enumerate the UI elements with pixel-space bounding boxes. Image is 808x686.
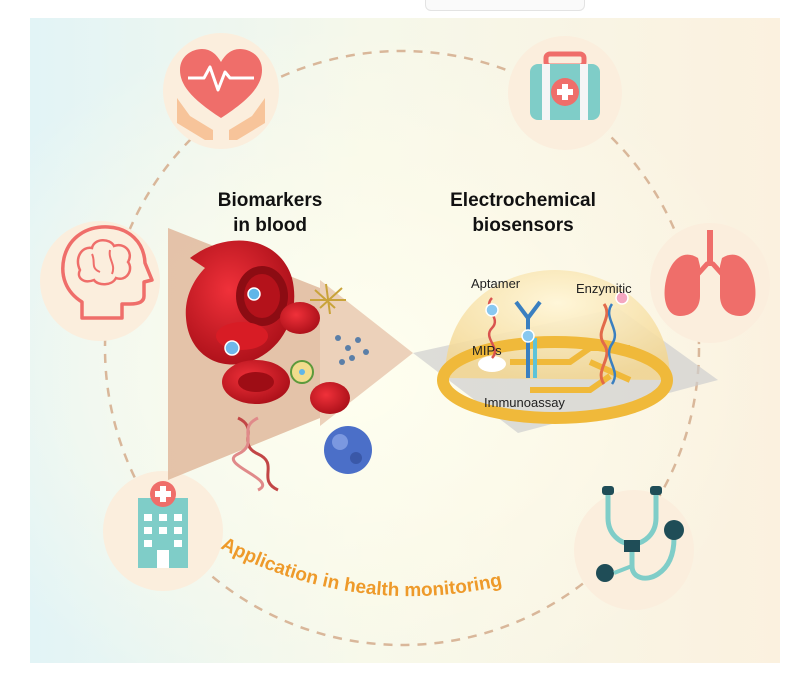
lungs-icon [650,223,770,343]
biosensor-illustration [413,270,718,433]
biomarkers-illustration [168,228,413,492]
biomarkers-heading: Biomarkers in blood [217,190,323,236]
immunoassay-label: Immunoassay [484,395,565,410]
aptamer-label: Aptamer [471,276,521,291]
hospital-icon [103,471,223,591]
cell-blob [324,426,372,474]
heart-in-hands-icon [163,33,279,149]
enzymitic-label: Enzymitic [576,281,632,296]
biosensors-heading: Electrochemical biosensors [450,190,596,236]
first-aid-kit-icon [508,36,622,150]
diagram-artwork: Application in health monitoring [40,33,770,647]
figure-card: Application in health monitoring Biomark… [30,18,780,663]
stethoscope-icon [574,486,694,610]
mips-label: MIPs [472,343,502,358]
top-tab [425,0,585,11]
arc-caption: Application in health monitoring [218,534,504,601]
dashed-circle [103,49,701,647]
brain-head-icon [40,221,160,341]
